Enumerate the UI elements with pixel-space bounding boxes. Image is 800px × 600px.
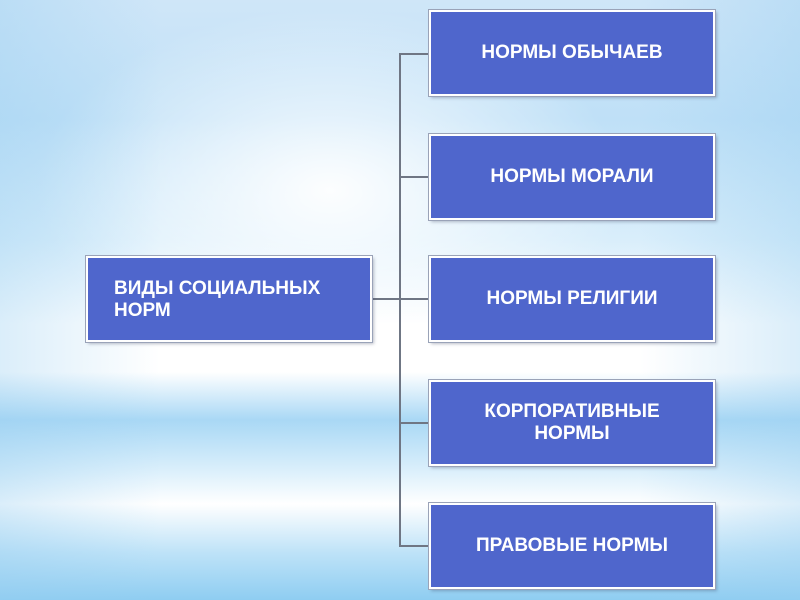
child-node-customs: НОРМЫ ОБЫЧАЕВ — [428, 9, 716, 97]
child-node-label: КОРПОРАТИВНЫЕ НОРМЫ — [484, 401, 660, 444]
root-node: ВИДЫ СОЦИАЛЬНЫХ НОРМ — [85, 255, 373, 343]
connector-branch-1 — [399, 53, 429, 55]
child-node-label: НОРМЫ МОРАЛИ — [490, 166, 654, 187]
connector-branch-3 — [399, 298, 429, 300]
connector-branch-4 — [399, 422, 429, 424]
root-node-label: ВИДЫ СОЦИАЛЬНЫХ НОРМ — [114, 278, 321, 321]
child-node-label: НОРМЫ РЕЛИГИИ — [486, 288, 658, 309]
connector-trunk — [399, 53, 401, 547]
connector-root-to-trunk — [372, 298, 400, 300]
connector-branch-5 — [399, 545, 429, 547]
child-node-label: НОРМЫ ОБЫЧАЕВ — [481, 42, 663, 63]
child-node-label: ПРАВОВЫЕ НОРМЫ — [475, 535, 669, 556]
child-node-morals: НОРМЫ МОРАЛИ — [428, 133, 716, 221]
child-node-legal: ПРАВОВЫЕ НОРМЫ — [428, 502, 716, 590]
child-node-religion: НОРМЫ РЕЛИГИИ — [428, 255, 716, 343]
child-node-corporate: КОРПОРАТИВНЫЕ НОРМЫ — [428, 379, 716, 467]
connector-branch-2 — [399, 176, 429, 178]
